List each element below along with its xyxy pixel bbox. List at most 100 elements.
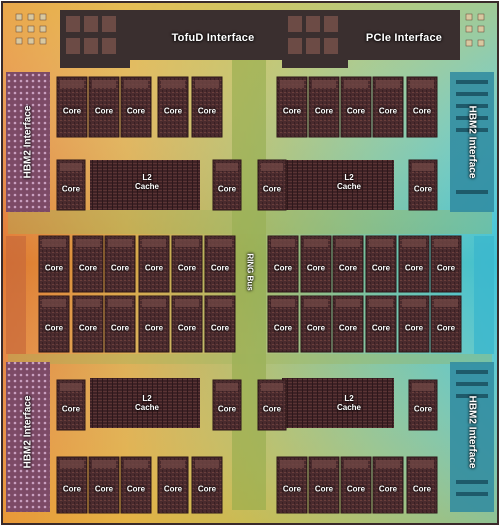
core-detail-c16 (208, 239, 232, 247)
core-detail-c47 (261, 163, 283, 171)
core-detail-c21 (402, 239, 426, 247)
core-detail-c52 (412, 383, 434, 391)
core-detail-c8 (344, 80, 368, 88)
core-detail-c13 (108, 239, 132, 247)
core-label-c40: Core (282, 484, 302, 494)
core-detail-c12 (76, 239, 100, 247)
hbm2-top-left-block (6, 72, 50, 212)
core-label-c6: Core (282, 106, 302, 116)
core-label-c50: Core (217, 404, 237, 414)
core-detail-c4 (161, 80, 185, 88)
core-detail-c25 (108, 299, 132, 307)
core-label-c42: Core (346, 484, 366, 494)
core-label-c13: Core (110, 263, 130, 273)
core-detail-c34 (434, 299, 458, 307)
core-label-c16: Core (210, 263, 230, 273)
core-label-c34: Core (436, 323, 456, 333)
core-label-c18: Core (306, 263, 326, 273)
core-detail-c19 (336, 239, 360, 247)
core-label-c7: Core (314, 106, 334, 116)
core-label-c49: Core (61, 404, 81, 414)
core-label-c52: Core (413, 404, 433, 414)
core-detail-c48 (412, 163, 434, 171)
core-label-c27: Core (177, 323, 197, 333)
core-label-c45: Core (61, 184, 81, 194)
core-detail-c14 (142, 239, 166, 247)
core-detail-c38 (161, 460, 185, 468)
core-detail-c37 (124, 460, 148, 468)
core-label-c30: Core (306, 323, 326, 333)
central-bus (232, 60, 266, 510)
core-detail-c33 (402, 299, 426, 307)
core-label-c22: Core (436, 263, 456, 273)
core-detail-c10 (410, 80, 434, 88)
core-detail-c41 (312, 460, 336, 468)
core-label-c43: Core (378, 484, 398, 494)
core-label-c17: Core (273, 263, 293, 273)
core-label-c14: Core (144, 263, 164, 273)
core-label-c15: Core (177, 263, 197, 273)
hbm2-interface-label-bottom-right: HBM2 Interface (466, 395, 478, 469)
core-label-c11: Core (44, 263, 64, 273)
core-detail-c17 (271, 239, 295, 247)
core-label-c5: Core (197, 106, 217, 116)
core-label-c33: Core (404, 323, 424, 333)
core-detail-c18 (304, 239, 328, 247)
l2-cache-top-right-block (282, 160, 394, 210)
core-detail-c35 (60, 460, 84, 468)
core-detail-c43 (376, 460, 400, 468)
core-detail-c6 (280, 80, 304, 88)
core-detail-c7 (312, 80, 336, 88)
core-detail-c44 (410, 460, 434, 468)
core-detail-c11 (42, 239, 66, 247)
hbm2-interface-label-top-left: HBM2 Interface (22, 105, 34, 179)
core-label-c28: Core (210, 323, 230, 333)
core-label-c3: Core (126, 106, 146, 116)
core-label-c1: Core (62, 106, 82, 116)
core-label-c46: Core (217, 184, 237, 194)
core-label-c31: Core (338, 323, 358, 333)
core-label-c44: Core (412, 484, 432, 494)
core-detail-c45 (60, 163, 82, 171)
hbm2-bottom-right-block (450, 362, 494, 512)
core-detail-c27 (175, 299, 199, 307)
core-label-c12: Core (78, 263, 98, 273)
core-label-c36: Core (94, 484, 114, 494)
core-label-c41: Core (314, 484, 334, 494)
core-label-c48: Core (413, 184, 433, 194)
core-detail-c31 (336, 299, 360, 307)
hbm2-interface-label-bottom-left: HBM2 Interface (22, 395, 34, 469)
core-label-c32: Core (371, 323, 391, 333)
core-detail-c20 (369, 239, 393, 247)
hbm2-interface-label-top-right: HBM2 Interface (466, 105, 478, 179)
core-detail-c2 (92, 80, 116, 88)
core-detail-c26 (142, 299, 166, 307)
core-detail-c15 (175, 239, 199, 247)
core-detail-c3 (124, 80, 148, 88)
tofud-interface-block (128, 10, 296, 60)
core-label-c19: Core (338, 263, 358, 273)
core-label-c21: Core (404, 263, 424, 273)
core-detail-c23 (42, 299, 66, 307)
core-detail-c28 (208, 299, 232, 307)
pcie-interface-label: PCIe Interface (365, 32, 443, 44)
core-label-c47: Core (262, 184, 282, 194)
core-detail-c39 (195, 460, 219, 468)
tofud-interface-label: TofuD Interface (171, 32, 255, 44)
core-detail-c36 (92, 460, 116, 468)
core-detail-c40 (280, 460, 304, 468)
core-detail-c1 (60, 80, 84, 88)
hbm2-bottom-left-block (6, 362, 50, 512)
core-detail-c32 (369, 299, 393, 307)
ring-bus-label: RING Bus (245, 253, 255, 291)
core-detail-c29 (271, 299, 295, 307)
core-detail-c51 (261, 383, 283, 391)
pcie-interface-block (348, 10, 460, 60)
core-label-c35: Core (62, 484, 82, 494)
core-label-c10: Core (412, 106, 432, 116)
l2-cache-bottom-left-block (90, 378, 200, 428)
core-detail-c46 (216, 163, 238, 171)
